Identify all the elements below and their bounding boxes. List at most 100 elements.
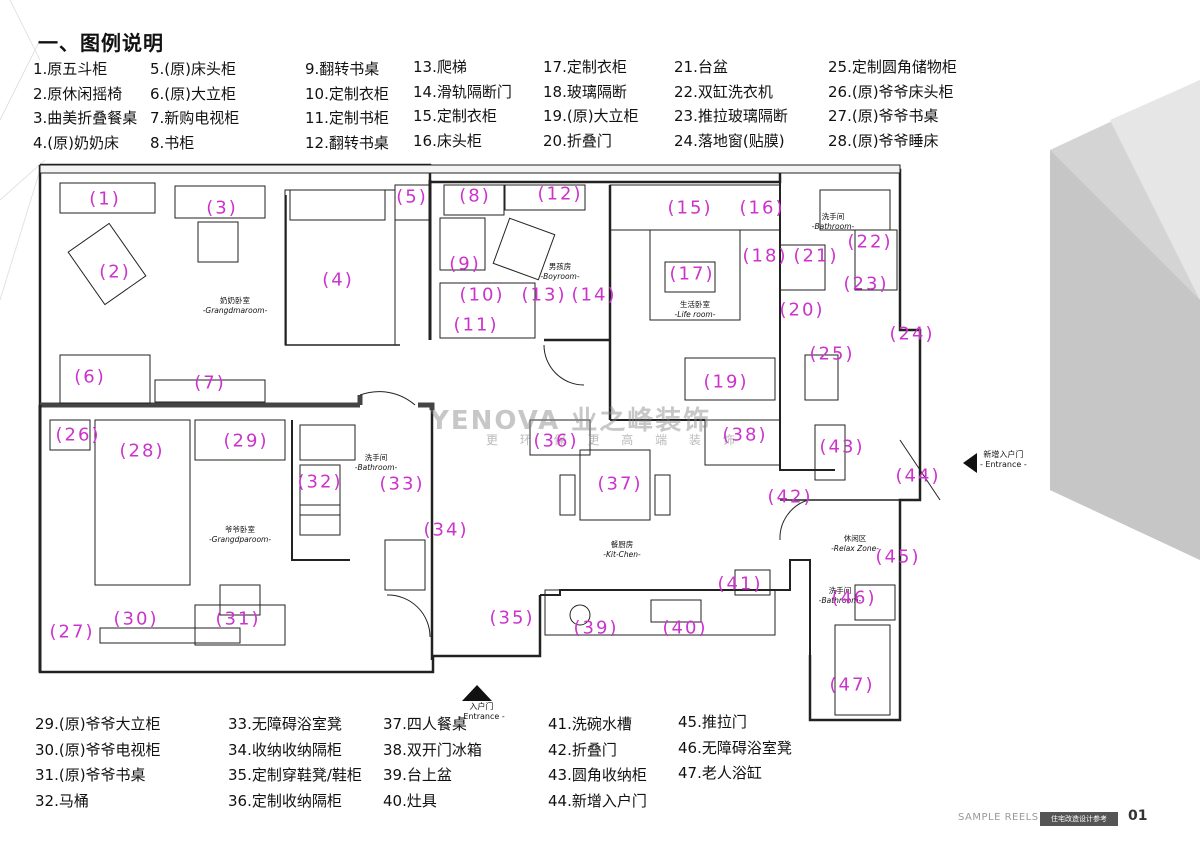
room-name-en: -Bathroom- [818,596,862,605]
legend-item: 46.无障碍浴室凳 [678,738,792,757]
plan-marker: (30) [113,608,159,630]
entrance-arrow-icon [963,453,977,473]
legend-item: 13.爬梯 [413,58,467,76]
legend-column: 1.原五斗柜 2.原休闲摇椅 3.曲美折叠餐桌 4.(原)奶奶床 [33,57,137,155]
legend-item: 25.定制圆角储物柜 [828,58,957,76]
legend-item: 10.定制衣柜 [305,84,389,103]
plan-marker: (18) [742,245,788,267]
room-label-grandpa: 爷爷卧室 -Grangdparoom- [209,525,271,545]
plan-marker: (27) [49,621,95,643]
plan-marker: (24) [889,323,935,345]
plan-marker: (40) [662,617,708,639]
legend-item: 30.(原)爷爷电视柜 [35,740,161,759]
legend-item: 41.洗碗水槽 [548,715,632,733]
legend-item: 31.(原)爷爷书桌 [35,766,146,784]
plan-marker: (38) [722,424,768,446]
legend-item: 12.翻转书桌 [305,133,389,152]
legend-item: 33.无障碍浴室凳 [228,715,342,733]
plan-marker: (37) [597,473,643,495]
plan-marker: (3) [206,197,238,219]
legend-item: 23.推拉玻璃隔断 [674,107,788,125]
plan-marker: (8) [459,185,491,207]
room-name-cn: 爷爷卧室 [224,525,255,534]
plan-marker: (44) [895,465,941,487]
legend-item: 43.圆角收纳柜 [548,766,647,784]
legend-column: 25.定制圆角储物柜 26.(原)爷爷床头柜 27.(原)爷爷书桌 28.(原)… [828,55,957,153]
legend-item: 3.曲美折叠餐桌 [33,109,138,127]
legend-column: 13.爬梯 14.滑轨隔断门 15.定制衣柜 16.床头柜 [413,55,512,153]
room-name-en: -Bathroom- [811,222,855,231]
legend-item: 7.新购电视柜 [150,109,240,127]
plan-marker: (17) [669,263,715,285]
plan-marker: (46) [831,587,877,609]
plan-marker: (9) [449,253,481,275]
room-name-en: -Grangdmaroom- [202,306,268,315]
room-name-cn: 餐厨房 [610,540,634,549]
legend-column: 29.(原)爷爷大立柜 30.(原)爷爷电视柜 31.(原)爷爷书桌 32.马桶 [35,712,161,814]
legend-column: 21.台盆 22.双缸洗衣机 23.推拉玻璃隔断 24.落地窗(贴膜) [674,55,788,153]
legend-item: 34.收纳收纳隔柜 [228,740,342,759]
legend-column: 9.翻转书桌 10.定制衣柜 11.定制书柜 12.翻转书桌 [305,57,389,155]
room-name-cn: 男孩房 [548,262,572,271]
entrance-arrow-icon [462,685,492,701]
plan-marker: (47) [829,674,875,696]
legend-item: 44.新增入户门 [548,791,647,810]
plan-marker: (31) [215,608,261,630]
legend-item: 26.(原)爷爷床头柜 [828,82,954,101]
legend-item: 11.定制书柜 [305,109,389,127]
legend-item: 22.双缸洗衣机 [674,82,773,101]
room-name-cn: 休闲区 [843,534,867,543]
plan-marker: (20) [779,299,825,321]
watermark-sub: 更 环 保 更 高 端 装 饰 [486,433,744,447]
legend-item: 28.(原)爷爷睡床 [828,131,939,150]
plan-marker: (22) [847,231,893,253]
legend-item: 29.(原)爷爷大立柜 [35,715,161,733]
legend-item: 4.(原)奶奶床 [33,133,120,152]
plan-marker: (21) [793,245,839,267]
legend-item: 45.推拉门 [678,713,747,731]
plan-marker: (42) [767,486,813,508]
legend-item: 35.定制穿鞋凳/鞋柜 [228,766,362,784]
plan-marker: (15) [667,197,713,219]
room-name-en: -Relax Zone- [831,544,879,553]
legend-item: 24.落地窗(贴膜) [674,131,785,150]
legend-item: 21.台盆 [674,58,728,76]
legend-item: 5.(原)床头柜 [150,60,237,78]
room-name-cn: 洗手间 [364,453,388,462]
page-title: 一、图例说明 [38,31,164,55]
legend-item: 6.(原)大立柜 [150,84,237,103]
plan-marker: (16) [739,197,785,219]
legend-item: 39.台上盆 [383,766,452,784]
room-name-en: -Boyroom- [540,272,580,281]
plan-marker: (35) [489,607,535,629]
plan-marker: (1) [89,188,121,210]
room-label-life: 生活卧室 -Life room- [675,300,716,320]
new-entrance-label: 新增入户门 - Entrance - [980,450,1027,470]
plan-marker: (2) [99,261,131,283]
plan-marker: (25) [809,343,855,365]
plan-marker: (11) [453,314,499,336]
legend-column: 37.四人餐桌 38.双开门冰箱 39.台上盆 40.灶具 [383,712,482,814]
plan-marker: (29) [223,430,269,452]
footer-sample-reels: SAMPLE REELS [958,812,1039,823]
legend-column: 45.推拉门 46.无障碍浴室凳 47.老人浴缸 [678,710,792,787]
plan-marker: (4) [322,269,354,291]
room-label-kitchen: 餐厨房 -Kit-Chen- [603,540,640,560]
plan-marker: (26) [55,424,101,446]
legend-item: 32.马桶 [35,791,89,810]
main-entrance-en: - Entrance - [458,712,505,721]
plan-marker: (7) [194,372,226,394]
plan-marker: (39) [573,617,619,639]
plan-marker: (19) [703,371,749,393]
main-entrance-label: 入户门 - Entrance - [458,702,505,722]
room-label-boy: 男孩房 -Boyroom- [540,262,579,282]
plan-marker: (32) [297,471,343,493]
legend-item: 47.老人浴缸 [678,764,762,782]
main-entrance-cn: 入户门 [469,702,494,711]
plan-marker: (14) [571,284,617,306]
plan-marker: (10) [459,284,505,306]
room-name-cn: 洗手间 [828,586,852,595]
legend-item: 19.(原)大立柜 [543,107,639,125]
page-number: 01 [1128,808,1148,824]
